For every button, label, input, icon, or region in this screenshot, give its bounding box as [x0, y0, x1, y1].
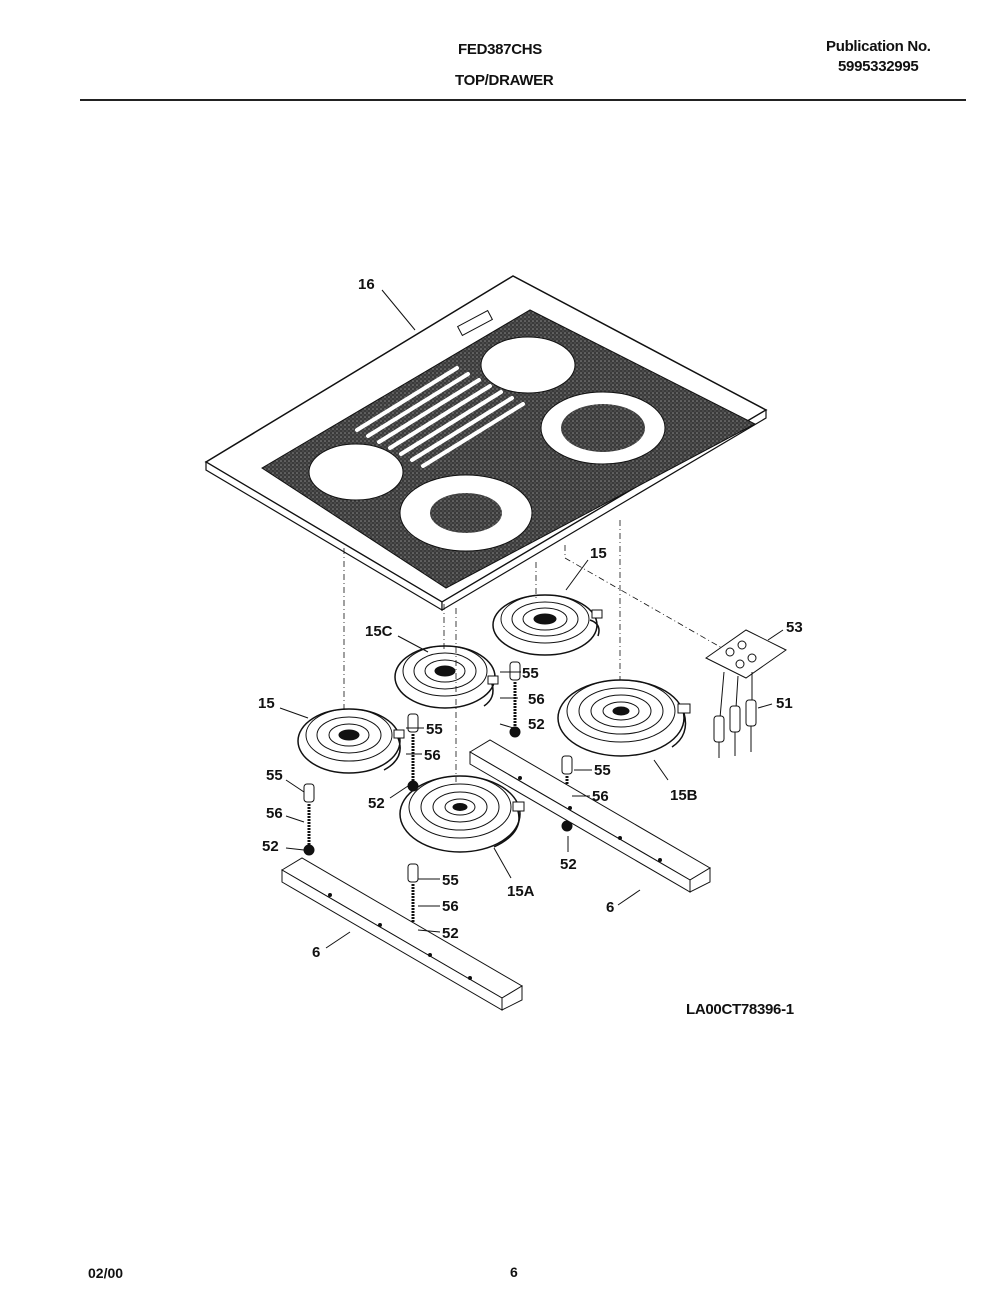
callout-6-left: 6 — [312, 944, 320, 961]
header-rule — [80, 99, 966, 101]
callout-52-b: 52 — [368, 795, 385, 812]
callout-6-right: 6 — [606, 899, 614, 916]
callout-15-rear: 15 — [590, 545, 607, 562]
callout-55-a: 55 — [522, 665, 539, 682]
heating-element-left-rear — [394, 645, 499, 709]
cooktop-glass-top — [204, 275, 768, 612]
callout-56-c: 56 — [266, 805, 283, 822]
drawing-id: LA00CT78396-1 — [686, 1001, 794, 1018]
mounting-bracket-left — [281, 857, 523, 1011]
callout-16: 16 — [358, 276, 375, 293]
hardware-stack-c — [303, 783, 315, 856]
callout-15-left: 15 — [258, 695, 275, 712]
callout-52-d: 52 — [560, 856, 577, 873]
heating-element-front-center — [399, 775, 525, 853]
callout-labels: 16 15 15C 15 53 51 15B 15A 55 56 52 55 5… — [258, 276, 803, 961]
heating-element-rear-right — [492, 594, 603, 656]
hardware-stack-b — [407, 713, 419, 792]
callout-leader-lines — [279, 289, 784, 949]
callout-15c: 15C — [365, 623, 393, 640]
callout-52-c: 52 — [262, 838, 279, 855]
callout-55-c: 55 — [266, 767, 283, 784]
section-title: TOP/DRAWER — [455, 72, 554, 89]
terminal-block — [705, 629, 787, 679]
callout-52-e: 52 — [442, 925, 459, 942]
heating-element-left-front — [297, 708, 405, 774]
callout-55-b: 55 — [426, 721, 443, 738]
hardware-stack-a — [509, 661, 521, 738]
callout-56-b: 56 — [424, 747, 441, 764]
warming-zone-grille — [355, 366, 525, 468]
callout-55-e: 55 — [442, 872, 459, 889]
callout-55-d: 55 — [594, 762, 611, 779]
publication-label: Publication No. — [826, 38, 931, 55]
terminal-wire-connectors — [713, 671, 757, 758]
mounting-bracket-right — [469, 739, 711, 893]
callout-56-a: 56 — [528, 691, 545, 708]
callout-15a: 15A — [507, 883, 535, 900]
callout-52-a: 52 — [528, 716, 545, 733]
callout-51: 51 — [776, 695, 793, 712]
callout-56-e: 56 — [442, 898, 459, 915]
surface-burner-markings — [308, 336, 666, 552]
publication-number: 5995332995 — [838, 58, 919, 75]
footer-date: 02/00 — [88, 1265, 124, 1281]
callout-56-d: 56 — [592, 788, 609, 805]
callout-53: 53 — [786, 619, 803, 636]
callout-15b: 15B — [670, 787, 698, 804]
heating-element-right-front — [557, 679, 691, 757]
model-number: FED387CHS — [458, 41, 542, 58]
page-number: 6 — [510, 1264, 518, 1280]
